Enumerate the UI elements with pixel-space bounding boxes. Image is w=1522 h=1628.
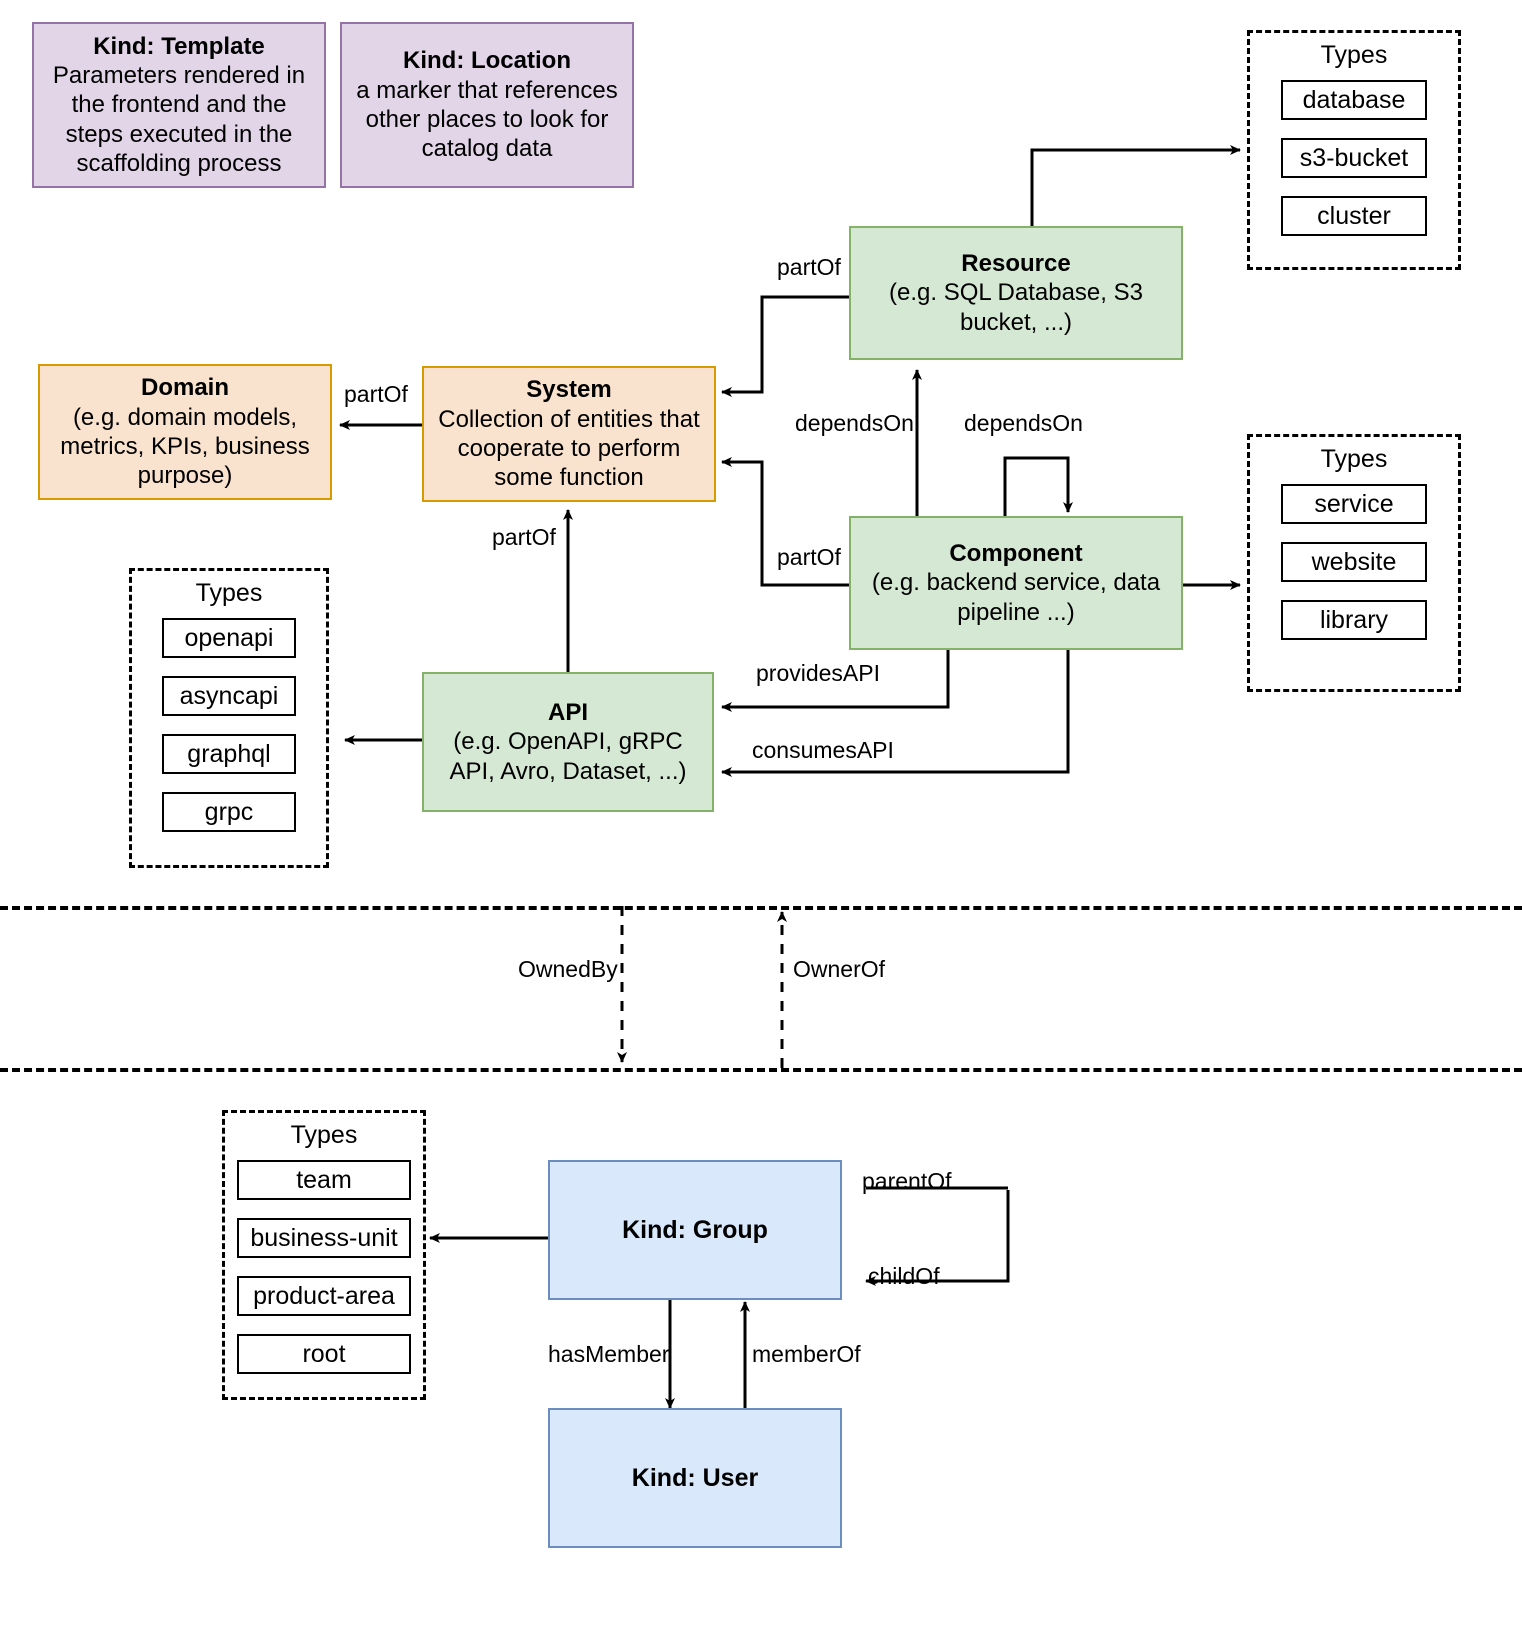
node-group[interactable]: Kind: Group bbox=[548, 1160, 842, 1300]
type-chip[interactable]: product-area bbox=[237, 1276, 411, 1316]
type-chip[interactable]: cluster bbox=[1281, 196, 1427, 236]
edge-label-component-partof-system: partOf bbox=[777, 544, 841, 570]
node-component-desc: (e.g. backend service, data pipeline ...… bbox=[871, 569, 1161, 626]
node-location-desc: a marker that references other places to… bbox=[356, 76, 618, 163]
type-chip[interactable]: root bbox=[237, 1334, 411, 1374]
node-api[interactable]: API (e.g. OpenAPI, gRPC API, Avro, Datas… bbox=[422, 672, 714, 812]
node-user[interactable]: Kind: User bbox=[548, 1408, 842, 1548]
separator-top bbox=[0, 906, 1522, 910]
node-template[interactable]: Kind: Template Parameters rendered in th… bbox=[32, 22, 326, 188]
edge-label-owned-by: OwnedBy bbox=[518, 956, 618, 982]
edge-label-component-dependson-system: dependsOn bbox=[795, 410, 914, 436]
node-template-title: Kind: Template bbox=[93, 32, 265, 60]
type-chip[interactable]: database bbox=[1281, 80, 1427, 120]
node-system-desc: Collection of entities that cooperate to… bbox=[438, 405, 700, 492]
types-header: Types bbox=[195, 579, 263, 607]
type-chip[interactable]: openapi bbox=[162, 618, 296, 658]
edge-label-consumes-api: consumesAPI bbox=[752, 737, 894, 763]
node-domain[interactable]: Domain (e.g. domain models, metrics, KPI… bbox=[38, 364, 332, 500]
type-chip[interactable]: website bbox=[1281, 542, 1427, 582]
node-template-desc: Parameters rendered in the frontend and … bbox=[52, 62, 306, 177]
types-header: Types bbox=[290, 1121, 358, 1149]
edge-label-has-member: hasMember bbox=[548, 1341, 670, 1367]
edge-label-api-partof-system: partOf bbox=[492, 524, 556, 550]
node-component-title: Component bbox=[949, 540, 1083, 568]
type-chip[interactable]: business-unit bbox=[237, 1218, 411, 1258]
node-resource-desc: (e.g. SQL Database, S3 bucket, ...) bbox=[889, 279, 1143, 336]
type-chip[interactable]: team bbox=[237, 1160, 411, 1200]
node-component[interactable]: Component (e.g. backend service, data pi… bbox=[849, 516, 1183, 650]
type-chip[interactable]: grpc bbox=[162, 792, 296, 832]
edge-label-provides-api: providesAPI bbox=[756, 660, 881, 686]
separator-bottom bbox=[0, 1068, 1522, 1072]
node-domain-desc: (e.g. domain models, metrics, KPIs, busi… bbox=[60, 403, 310, 490]
node-api-title: API bbox=[547, 699, 588, 727]
type-chip[interactable]: service bbox=[1281, 484, 1427, 524]
node-system[interactable]: System Collection of entities that coope… bbox=[422, 366, 716, 502]
types-box-resource: Types database s3-bucket cluster bbox=[1247, 30, 1461, 270]
type-chip[interactable]: graphql bbox=[162, 734, 296, 774]
types-header: Types bbox=[1320, 41, 1388, 69]
node-api-desc: (e.g. OpenAPI, gRPC API, Avro, Dataset, … bbox=[449, 728, 687, 785]
node-domain-title: Domain bbox=[140, 374, 229, 402]
edge-label-resource-partof-system: partOf bbox=[777, 254, 841, 280]
type-chip[interactable]: s3-bucket bbox=[1281, 138, 1427, 178]
edge-label-owner-of: OwnerOf bbox=[793, 956, 886, 982]
node-resource[interactable]: Resource (e.g. SQL Database, S3 bucket, … bbox=[849, 226, 1183, 360]
edge-label-system-partof-domain: partOf bbox=[344, 381, 408, 407]
node-location-title: Kind: Location bbox=[403, 47, 571, 75]
type-chip[interactable]: library bbox=[1281, 600, 1427, 640]
types-box-group: Types team business-unit product-area ro… bbox=[222, 1110, 426, 1400]
types-header: Types bbox=[1320, 445, 1388, 473]
types-box-api: Types openapi asyncapi graphql grpc bbox=[129, 568, 329, 868]
node-group-title: Kind: Group bbox=[622, 1215, 768, 1244]
edge-label-child-of: childOf bbox=[868, 1263, 940, 1289]
node-system-title: System bbox=[526, 376, 612, 404]
node-resource-title: Resource bbox=[961, 250, 1071, 278]
node-location[interactable]: Kind: Location a marker that references … bbox=[340, 22, 634, 188]
edge-label-parent-of: parentOf bbox=[862, 1168, 952, 1194]
edge-label-member-of: memberOf bbox=[752, 1341, 861, 1367]
types-box-component: Types service website library bbox=[1247, 434, 1461, 692]
type-chip[interactable]: asyncapi bbox=[162, 676, 296, 716]
edge-label-component-dependson-resource: dependsOn bbox=[964, 410, 1083, 436]
node-user-title: Kind: User bbox=[631, 1463, 759, 1492]
